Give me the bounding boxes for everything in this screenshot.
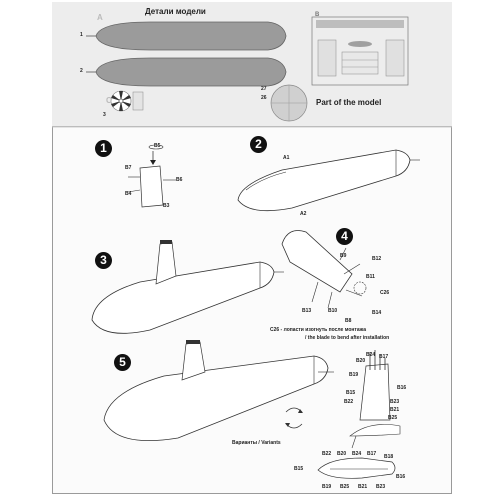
step4-stern-assembly [281, 230, 367, 309]
part-b20: B20 [356, 358, 366, 364]
part-b16: B16 [397, 385, 407, 391]
part-b9: B9 [340, 253, 347, 259]
part-b18: B18 [384, 454, 394, 460]
part-b25-top: B25 [340, 484, 350, 490]
part-b23: B23 [390, 399, 400, 405]
part-b15: B15 [346, 390, 356, 396]
part-b11: B11 [366, 274, 375, 280]
part-b17: B17 [379, 354, 389, 360]
propeller-part [110, 90, 132, 112]
part-a1: A1 [283, 155, 290, 161]
part-b16-top: B16 [396, 474, 406, 480]
part-b22: B22 [344, 399, 354, 405]
part-b8: B8 [345, 318, 352, 324]
step-number-2: 2 [250, 136, 267, 153]
propeller-label: 3 [103, 112, 106, 118]
part-b21: B21 [390, 407, 400, 413]
sprue-letter-a: A [97, 13, 103, 22]
blade-note-en: / the blade to bend after installation [305, 335, 390, 341]
hull-half-2 [86, 57, 287, 87]
part-b22-top: B22 [322, 451, 332, 457]
part-b24: B24 [366, 352, 376, 358]
step5-sail-detail [349, 350, 401, 449]
sprue-letter-c: C [106, 96, 112, 105]
part-b3: B3 [163, 203, 170, 209]
part-b25: B25 [388, 415, 398, 421]
step2-hull [237, 149, 420, 212]
variants-icon [285, 407, 303, 429]
part-b23-top: B23 [376, 484, 386, 490]
part-b19: B19 [349, 372, 359, 378]
part-b7: B7 [125, 165, 132, 171]
part-b15-top: B15 [294, 466, 304, 472]
part-b20-top: B20 [337, 451, 347, 457]
step5-full-model [103, 340, 334, 441]
small-parts-sprue [311, 16, 409, 86]
variants-label: Варианты / Variants [232, 440, 281, 446]
part-b21-top: B21 [358, 484, 368, 490]
disk-label-27: 27 [261, 86, 267, 92]
part-a2: A2 [300, 211, 307, 217]
part-b13: B13 [302, 308, 312, 314]
blade-note-ru: C26 - лопасти изогнуть после монтажа [270, 327, 367, 333]
step3-hull-with-sail [91, 240, 284, 334]
step1-conning-tower [127, 144, 176, 208]
part-b24-top: B24 [352, 451, 362, 457]
stand-disk [270, 84, 308, 122]
title-ru: Детали модели [145, 7, 206, 16]
part-b5: B5 [154, 143, 161, 149]
part-b4: B4 [125, 191, 132, 197]
title-en: Part of the model [316, 98, 382, 107]
hull-part-number-1: 1 [80, 32, 83, 38]
part-b17-top: B17 [367, 451, 377, 457]
hull-half-1 [86, 21, 287, 51]
part-b14: B14 [372, 310, 382, 316]
part-b12: B12 [372, 256, 382, 262]
sprue-letter-b: B [315, 12, 320, 18]
part-b6: B6 [176, 177, 183, 183]
step-number-5: 5 [114, 354, 131, 371]
step-number-3: 3 [95, 252, 112, 269]
step5-top-view [317, 457, 396, 479]
part-c26: C26 [380, 290, 390, 296]
step-number-1: 1 [95, 140, 112, 157]
step-number-4: 4 [336, 228, 353, 245]
part-b19-top: B19 [322, 484, 332, 490]
hull-part-number-2: 2 [80, 68, 83, 74]
disk-label-26: 26 [261, 95, 267, 101]
part-b10: B10 [328, 308, 338, 314]
